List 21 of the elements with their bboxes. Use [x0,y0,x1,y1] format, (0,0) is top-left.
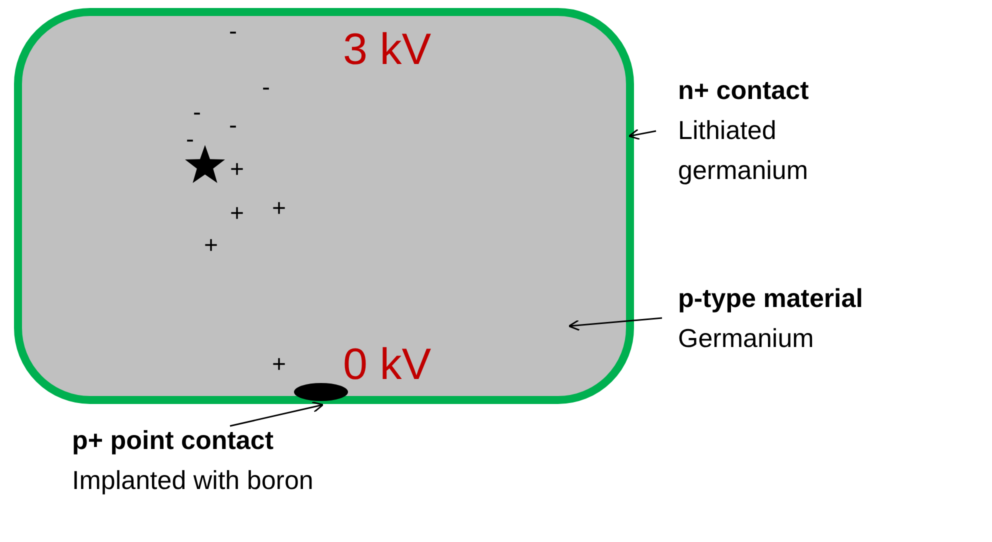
charge-sign: + [204,234,218,258]
charge-sign: - [186,128,194,152]
charge-sign: - [229,114,237,138]
charge-sign: + [230,158,244,182]
leader-line [568,317,662,331]
charge-sign: + [272,197,286,221]
charge-sign: - [262,76,270,100]
leader-line [230,401,324,427]
charge-sign: + [230,202,244,226]
charge-sign: - [229,20,237,44]
callout-title: n+ contact [678,74,810,107]
voltage-label: 0 kV [343,341,432,389]
voltage-label: 3 kV [343,26,432,74]
charge-sign: - [193,101,201,125]
callout-title: p-type material [678,282,864,315]
callout-text: Germanium [678,322,815,355]
callout-text: Implanted with boron [72,464,314,497]
callout-title: p+ point contact [72,424,274,457]
leader-line [628,128,656,140]
charge-sign: + [272,353,286,377]
callout-text: Lithiated germanium [678,114,810,187]
